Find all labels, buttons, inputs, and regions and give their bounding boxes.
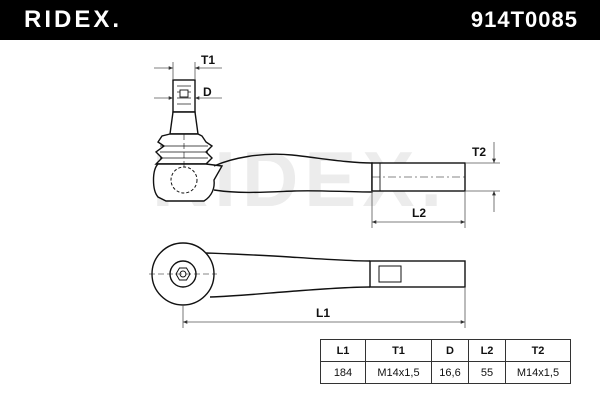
specifications-table: L1 T1 D L2 T2 184 M14x1,5 16,6 55 M14x1,…: [320, 339, 571, 384]
table-header-cell: T2: [505, 339, 571, 362]
header-bar: RIDEX. 914T0085: [0, 0, 600, 40]
table-cell: 55: [468, 361, 506, 384]
table-cell: M14x1,5: [365, 361, 432, 384]
tie-rod-end-side-view: [152, 79, 466, 202]
dim-label-t2: T2: [472, 145, 486, 159]
part-number: 914T0085: [470, 7, 578, 32]
table-header-row: L1 T1 D L2 T2: [320, 339, 571, 362]
dim-label-d: D: [203, 85, 212, 99]
tie-rod-end-top-view: [149, 242, 466, 306]
brand-logo: RIDEX.: [24, 6, 123, 33]
dim-label-l2: L2: [412, 206, 426, 220]
table-cell: 16,6: [431, 361, 469, 384]
dimension-lines: [154, 62, 500, 328]
table-cell: M14x1,5: [505, 361, 571, 384]
table-cell: 184: [320, 361, 366, 384]
table-header-cell: L2: [468, 339, 506, 362]
table-header-cell: D: [431, 339, 469, 362]
dim-label-l1: L1: [316, 306, 330, 320]
table-header-cell: T1: [365, 339, 432, 362]
table-row: 184 M14x1,5 16,6 55 M14x1,5: [320, 361, 571, 384]
dim-label-t1: T1: [201, 53, 215, 67]
table-header-cell: L1: [320, 339, 366, 362]
